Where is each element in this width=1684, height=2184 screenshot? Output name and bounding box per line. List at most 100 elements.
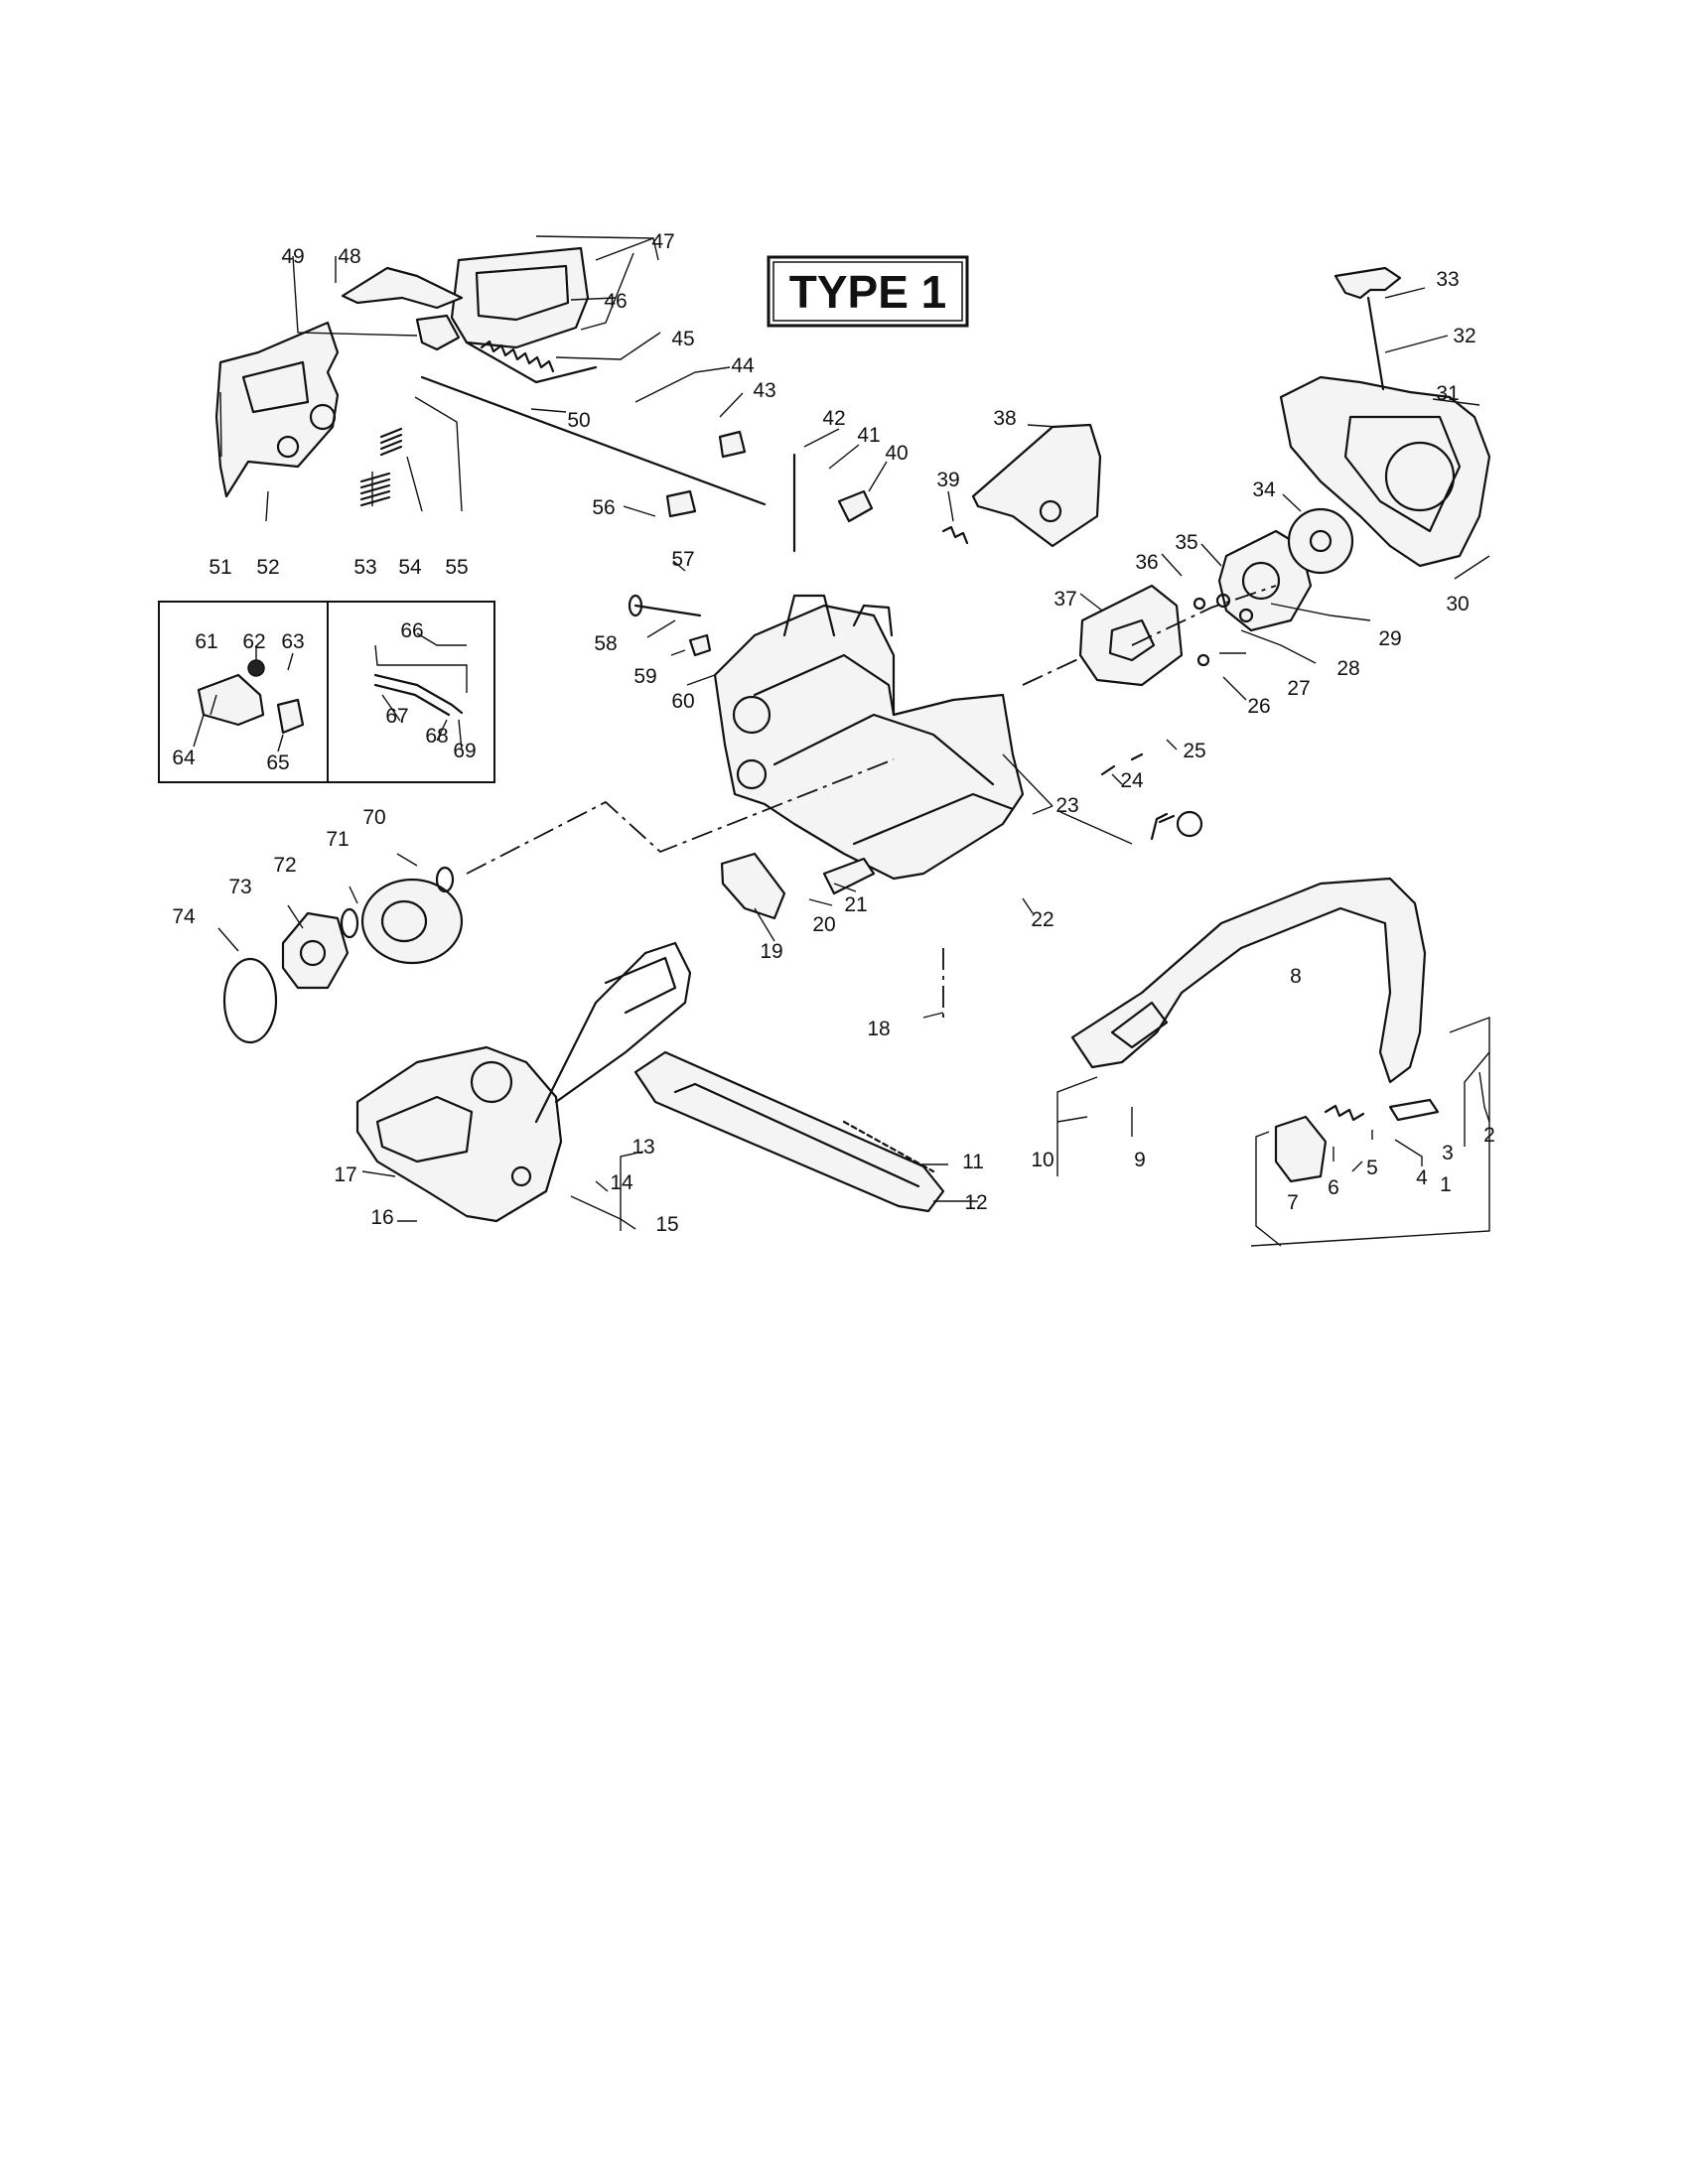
oil-pump [197,673,265,727]
callout-34: 34 [1252,478,1276,501]
sprocket-rim [222,957,278,1044]
callout-61: 61 [195,630,217,653]
callout-5: 5 [1366,1157,1378,1179]
leader-lines [193,235,1490,1247]
callout-43: 43 [753,379,775,402]
callout-67: 67 [385,705,408,728]
callout-2: 2 [1483,1124,1495,1147]
diagram-title: TYPE 1 [789,266,947,318]
callout-48: 48 [338,245,360,268]
callout-70: 70 [362,806,385,829]
callout-13: 13 [632,1136,654,1159]
callout-74: 74 [172,905,196,928]
callout-37: 37 [1053,588,1076,611]
spring-50 [480,340,555,373]
callout-35: 35 [1175,531,1197,554]
bumper-7 [1274,1115,1328,1183]
throttle-trigger [341,266,464,310]
front-handle [1070,877,1427,1084]
callout-49: 49 [281,245,304,268]
callout-45: 45 [671,328,694,350]
flywheel [1217,529,1313,632]
callout-66: 66 [400,619,423,642]
callout-59: 59 [633,665,656,688]
plate-19 [720,852,786,920]
callout-labels: 1 2 3 4 5 6 7 8 9 10 11 12 13 14 15 16 1… [172,230,1495,1236]
callout-19: 19 [760,940,782,963]
callout-17: 17 [334,1163,356,1186]
callout-26: 26 [1247,695,1270,718]
callout-39: 39 [936,469,959,491]
callout-4: 4 [1416,1166,1428,1189]
sprocket-cover [355,1045,563,1223]
callout-69: 69 [453,740,476,762]
callout-15: 15 [655,1213,678,1236]
callout-16: 16 [370,1206,393,1229]
callout-29: 29 [1378,627,1401,650]
callout-56: 56 [592,496,615,519]
callout-33: 33 [1436,268,1459,291]
clutch-drum-71 [360,878,464,965]
callout-42: 42 [822,407,845,430]
callout-54: 54 [398,556,422,579]
callout-46: 46 [604,290,627,313]
callout-52: 52 [256,556,279,579]
callout-31: 31 [1436,382,1459,405]
callout-50: 50 [567,409,590,432]
callout-38: 38 [993,407,1016,430]
callout-7: 7 [1287,1191,1299,1214]
callout-63: 63 [281,630,304,653]
callout-20: 20 [812,913,835,936]
callout-8: 8 [1290,965,1302,988]
part-illustrations [158,246,1491,1223]
callout-30: 30 [1446,593,1469,615]
callout-24: 24 [1120,769,1144,792]
callout-22: 22 [1031,908,1053,931]
title-box: TYPE 1 [767,255,969,328]
crankcase [713,604,1025,881]
callout-11: 11 [962,1151,984,1173]
callout-6: 6 [1328,1176,1339,1199]
saw-chain [842,1120,935,1173]
callout-23: 23 [1055,794,1078,817]
callout-21: 21 [844,893,867,916]
callout-41: 41 [857,424,880,447]
callout-1: 1 [1440,1173,1452,1196]
callout-28: 28 [1336,657,1359,680]
callout-32: 32 [1453,325,1475,347]
callout-12: 12 [964,1191,987,1214]
callout-64: 64 [172,747,196,769]
bracket-38 [971,423,1102,548]
rear-handle [214,321,340,498]
callout-57: 57 [671,548,694,571]
spring-54 [379,427,403,457]
callout-62: 62 [242,630,265,653]
callout-27: 27 [1287,677,1310,700]
callout-14: 14 [610,1171,633,1194]
callout-58: 58 [594,632,617,655]
callout-36: 36 [1135,551,1158,574]
clutch-drum-37 [1078,584,1184,687]
callout-3: 3 [1442,1142,1454,1164]
callout-60: 60 [671,690,694,713]
callout-51: 51 [209,556,231,579]
callout-10: 10 [1031,1149,1053,1171]
callout-65: 65 [266,751,289,774]
callout-47: 47 [651,230,674,253]
callout-53: 53 [353,556,376,579]
callout-68: 68 [425,725,448,748]
callout-55: 55 [445,556,468,579]
callout-18: 18 [867,1018,890,1040]
starter-housing [1279,375,1491,568]
clutch-73 [281,911,350,990]
callout-40: 40 [885,442,908,465]
starter-grip [1333,266,1402,300]
starter-pulley [1287,507,1354,575]
spring-53 [359,472,391,507]
callout-71: 71 [326,828,349,851]
callout-73: 73 [228,876,251,898]
callout-44: 44 [731,354,755,377]
callout-9: 9 [1134,1149,1146,1171]
guide-bar [633,1050,945,1213]
